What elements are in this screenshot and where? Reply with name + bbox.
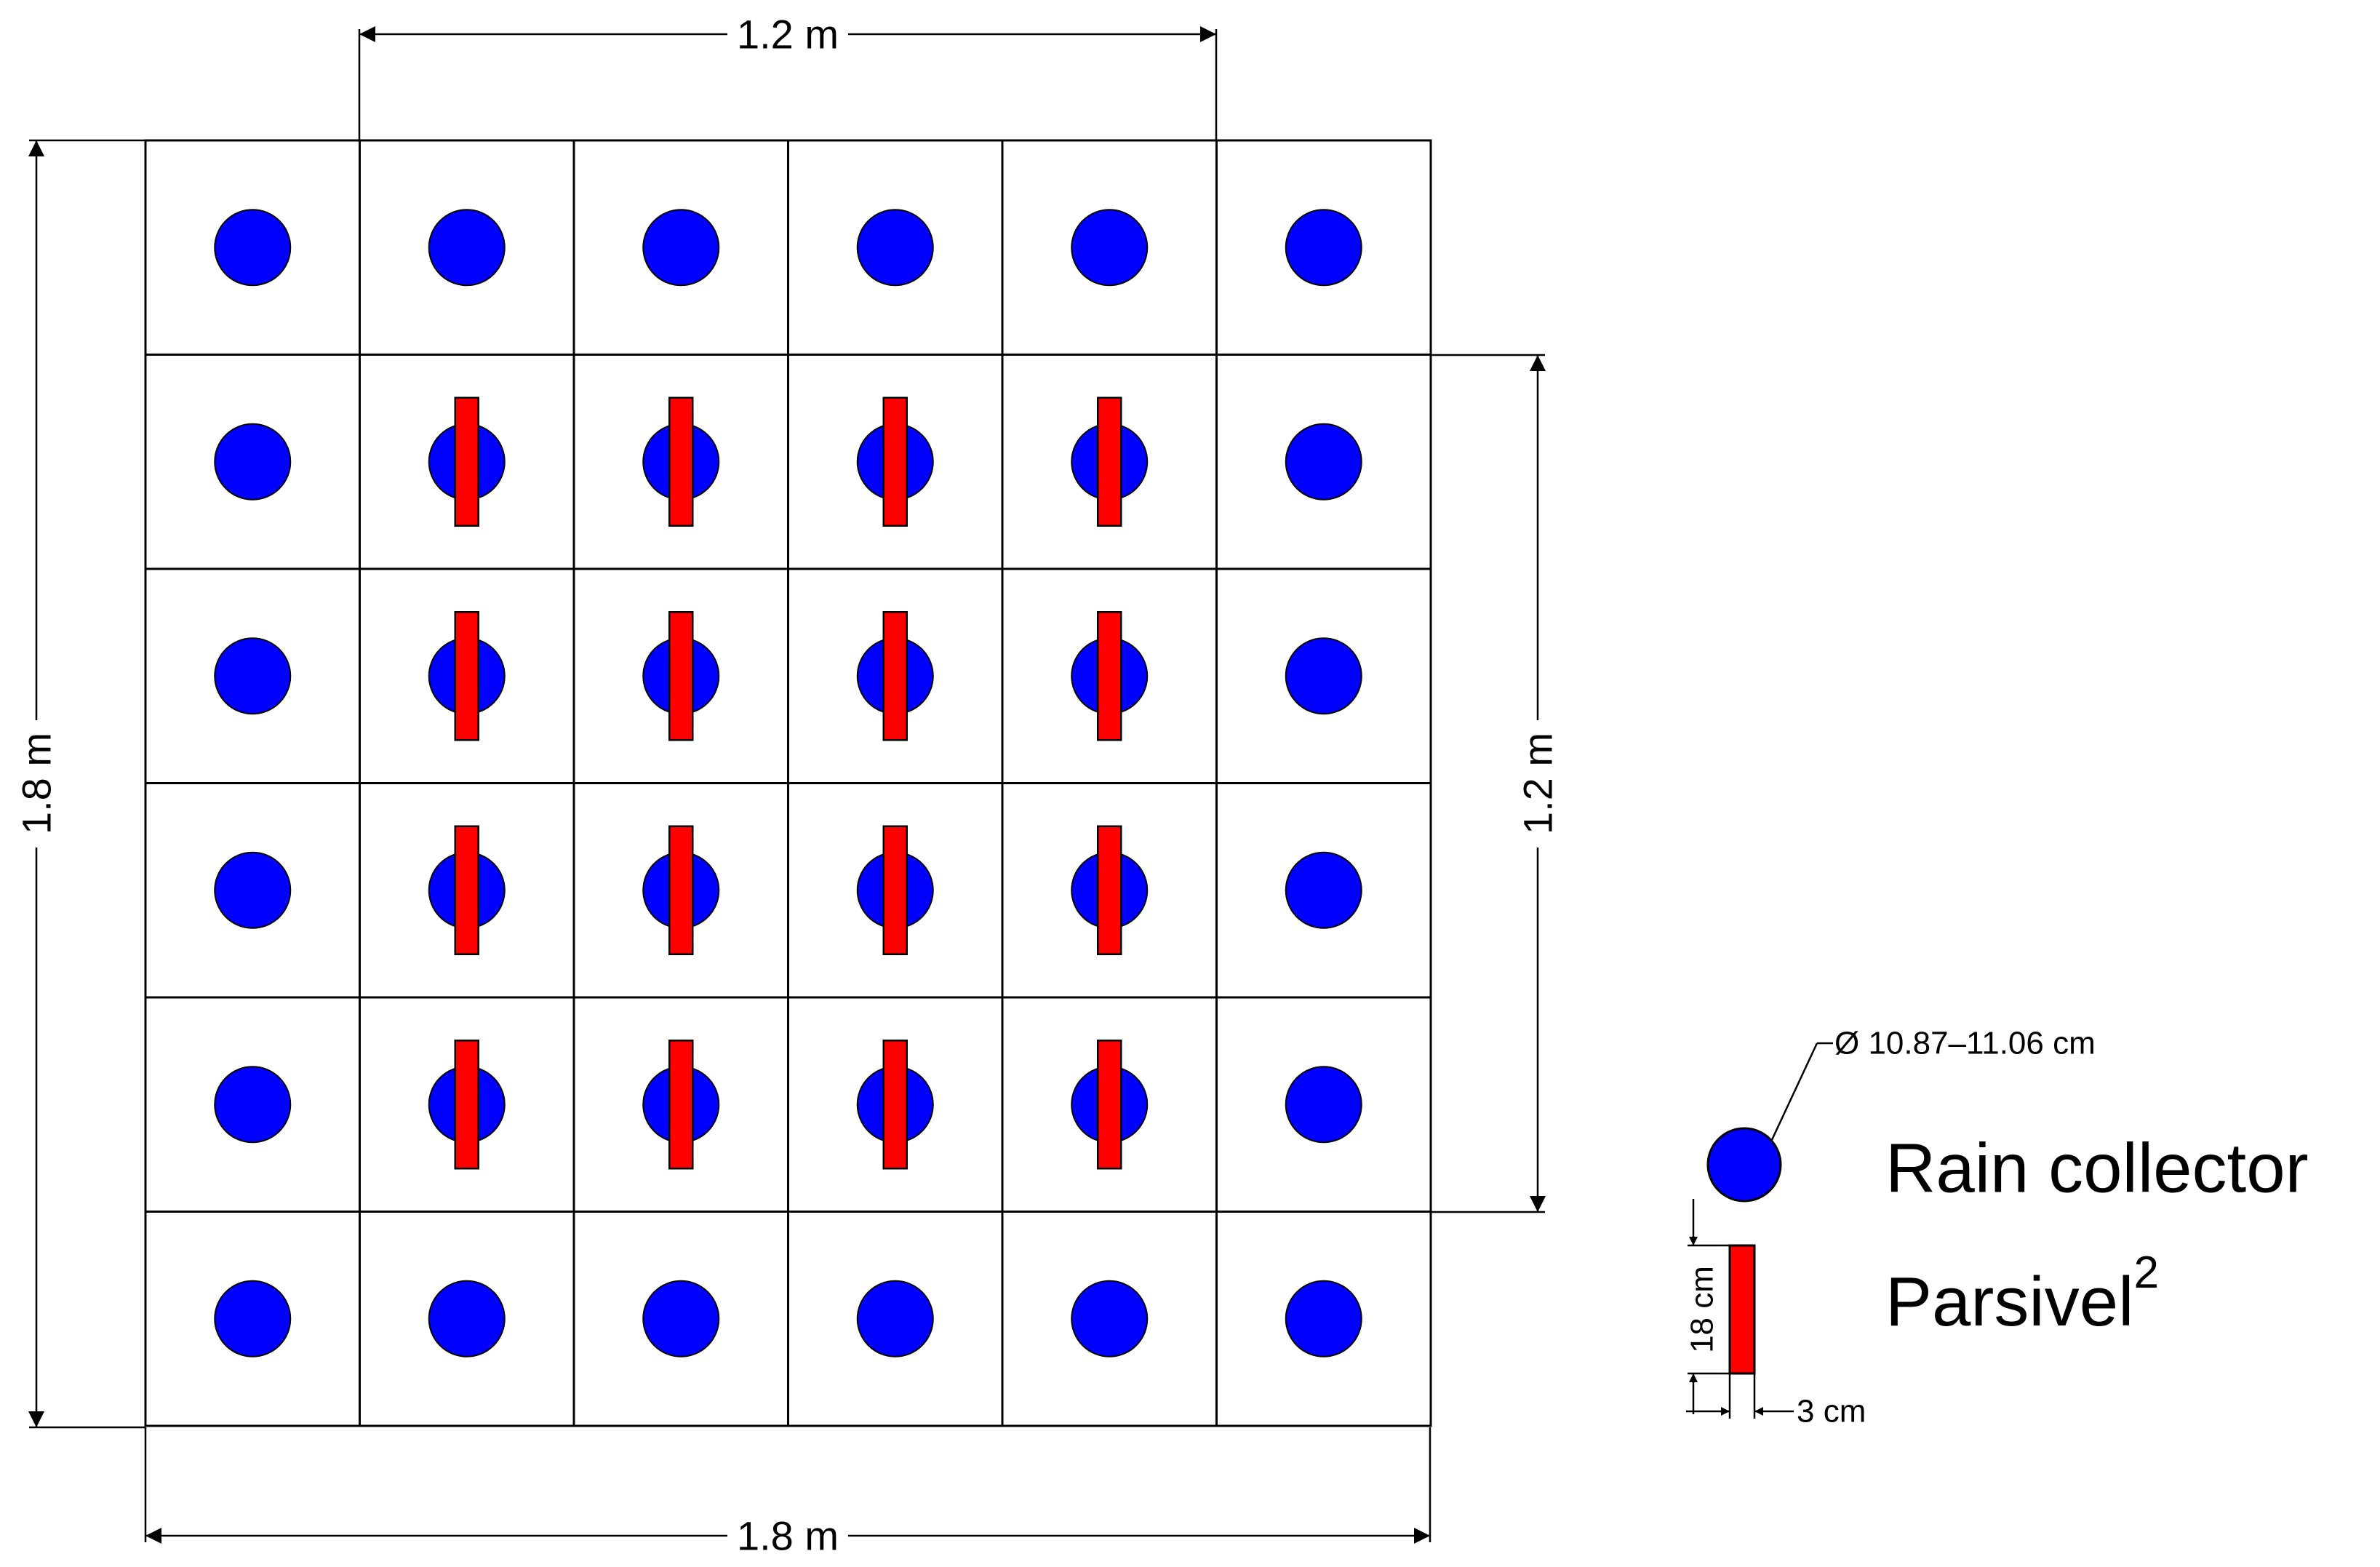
parsivel-name: Parsivel xyxy=(1885,1263,2133,1341)
rain-collector-icon xyxy=(1071,1280,1149,1357)
length-label: 18 cm xyxy=(1685,1266,1720,1353)
rain-collector-icon xyxy=(428,1280,506,1357)
parsivel-superscript: 2 xyxy=(2133,1248,2158,1298)
top-dimension-label: 1.2 m xyxy=(737,12,839,57)
rain-collector-icon xyxy=(856,1280,934,1357)
rain-collector-icon xyxy=(214,423,292,501)
legend-parsivel-label: Parsivel2 xyxy=(1885,1248,2159,1341)
legend-collector-icon xyxy=(1706,1127,1782,1203)
parsivel-icon xyxy=(668,611,694,741)
plot-grid xyxy=(144,139,1432,1427)
parsivel-icon xyxy=(454,825,479,955)
rain-collector-icon xyxy=(1285,1066,1362,1144)
rain-collector-icon xyxy=(1285,209,1362,287)
bottom-dimension-label: 1.8 m xyxy=(737,1513,839,1559)
rain-collector-icon xyxy=(214,1066,292,1144)
right-dimension: 1.2 m xyxy=(1430,354,1561,1213)
rain-collector-icon xyxy=(1285,1280,1362,1357)
legend-parsivel-icon xyxy=(1728,1244,1756,1375)
parsivel-icon xyxy=(668,396,694,527)
rain-collector-icon xyxy=(214,637,292,715)
instrument-markers xyxy=(214,209,1362,1357)
left-dimension: 1.8 m xyxy=(14,139,145,1429)
width-label: 3 cm xyxy=(1797,1394,1866,1430)
parsivel-icon xyxy=(1097,825,1122,955)
parsivel-icon xyxy=(454,611,479,741)
rain-collector-icon xyxy=(214,851,292,929)
rain-collector-icon xyxy=(856,209,934,287)
top-dimension: 1.2 m xyxy=(358,12,1218,140)
bottom-dimension: 1.8 m xyxy=(144,1427,1431,1559)
rain-collector-icon xyxy=(1071,209,1149,287)
rain-collector-icon xyxy=(214,1280,292,1357)
rain-collector-icon xyxy=(642,1280,720,1357)
parsivel-icon xyxy=(668,825,694,955)
rain-collector-icon xyxy=(1285,423,1362,501)
parsivel-icon xyxy=(454,1040,479,1170)
parsivel-icon xyxy=(882,396,908,527)
parsivel-icon xyxy=(882,611,908,741)
left-dimension-label: 1.8 m xyxy=(14,733,60,834)
parsivel-icon xyxy=(1097,1040,1122,1170)
legend: Ø 10.87–11.06 cm Rain collector Parsivel… xyxy=(1685,1026,2309,1430)
parsivel-icon xyxy=(882,825,908,955)
rain-collector-icon xyxy=(428,209,506,287)
parsivel-icon xyxy=(882,1040,908,1170)
grid-cell xyxy=(1215,1211,1432,1427)
parsivel-icon xyxy=(668,1040,694,1170)
rain-collector-icon xyxy=(1285,851,1362,929)
legend-collector-label: Rain collector xyxy=(1885,1130,2309,1208)
right-dimension-label: 1.2 m xyxy=(1515,733,1561,834)
rain-collector-icon xyxy=(642,209,720,287)
parsivel-icon xyxy=(1097,611,1122,741)
parsivel-icon xyxy=(454,396,479,527)
rain-collector-icon xyxy=(1285,637,1362,715)
rain-collector-icon xyxy=(214,209,292,287)
parsivel-icon xyxy=(1097,396,1122,527)
diameter-label: Ø 10.87–11.06 cm xyxy=(1834,1026,2096,1061)
